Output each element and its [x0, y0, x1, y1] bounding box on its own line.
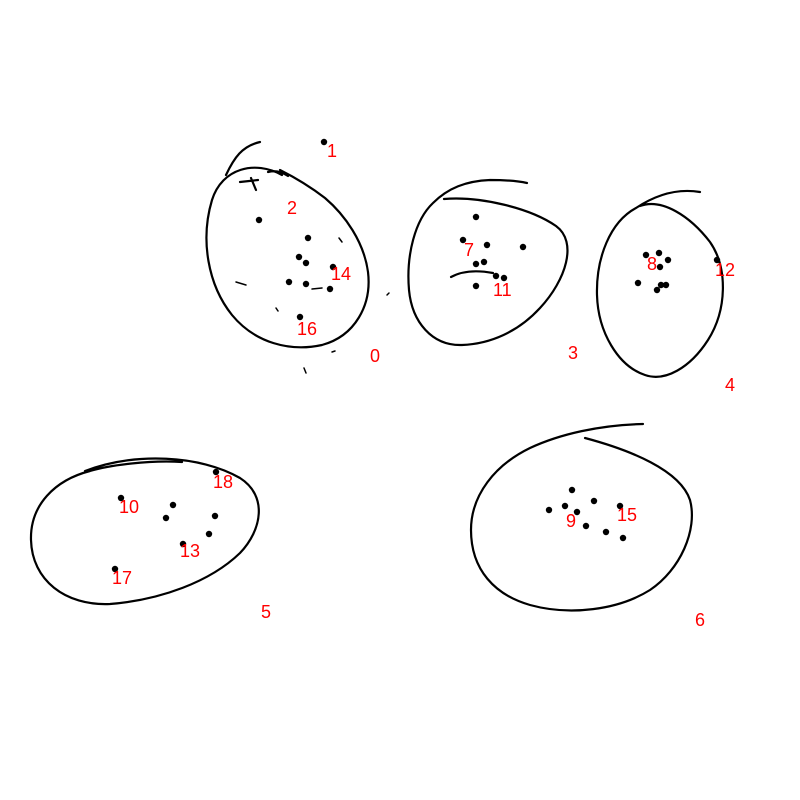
cluster-4-dot [657, 281, 665, 289]
cluster-0-label: 0 [370, 346, 380, 366]
point-10-label: 10 [119, 497, 139, 517]
cluster-0-dot [302, 259, 310, 267]
cluster-6-dot [568, 486, 576, 494]
cluster-0-dot [326, 285, 334, 293]
cluster-0-outline [205, 166, 370, 349]
cluster-0-tick-mark [238, 178, 260, 184]
point-14-label: 14 [331, 264, 351, 284]
point-8-dot [642, 251, 650, 259]
point-16-label: 16 [297, 319, 317, 339]
cluster-5-dot [169, 501, 177, 509]
cluster-0-noise-6 [331, 350, 336, 353]
point-7-dot [459, 236, 467, 244]
cluster-3-dot [472, 260, 480, 268]
cluster-6-dot [582, 522, 590, 530]
cluster-5-label: 5 [261, 602, 271, 622]
cluster-4-dot [634, 279, 642, 287]
cluster-4-dot [656, 263, 664, 271]
cluster-0-inner-stroke [266, 170, 290, 178]
cluster-0-dot [295, 253, 303, 261]
cluster-3-dot [519, 243, 527, 251]
cluster-3-dot [483, 241, 491, 249]
cluster-5-dot [211, 512, 219, 520]
cluster-0-noise-2 [311, 287, 323, 290]
cluster-4-dot [662, 281, 670, 289]
cluster-3-dot [472, 213, 480, 221]
cluster-6-dot [619, 534, 627, 542]
cluster-4-dot [655, 249, 663, 257]
point-16-dot [296, 313, 304, 321]
cluster-0-dot [302, 280, 310, 288]
point-15-dot [616, 502, 624, 510]
cluster-3-outline [407, 178, 569, 347]
cluster-4-dot [664, 256, 672, 264]
point-1-dot [320, 138, 328, 146]
cluster-3-dot [480, 258, 488, 266]
point-13-dot [179, 540, 187, 548]
cluster-6-dot [602, 528, 610, 536]
cluster-4-group: 4 8 12 [595, 189, 735, 395]
point-9-dot [573, 508, 581, 516]
point-11-dot [500, 274, 508, 282]
cluster-4-outline [595, 189, 724, 378]
cluster-0-dot [304, 234, 312, 242]
cluster-3-group: 3 7 11 [407, 178, 578, 363]
cluster-0-noise-1 [235, 281, 247, 286]
point-12-dot [713, 256, 721, 264]
point-17-dot [111, 565, 119, 573]
cluster-6-outline [469, 422, 693, 612]
cluster-6-label: 6 [695, 610, 705, 630]
cluster-0-noise-5 [303, 367, 307, 374]
cluster-4-label: 4 [725, 375, 735, 395]
point-2-label: 2 [287, 198, 297, 218]
point-10-dot [117, 494, 125, 502]
cluster-3-dot [492, 272, 500, 280]
cluster-0-dot [285, 278, 293, 286]
cluster-6-dot [590, 497, 598, 505]
point-11-label: 11 [493, 280, 512, 300]
cluster-3-inner-stroke [449, 270, 495, 279]
cluster-3-label: 3 [568, 343, 578, 363]
cluster-0-tick-mark-2 [249, 176, 258, 192]
point-9-label: 9 [566, 511, 576, 531]
point-7-label: 7 [464, 240, 474, 260]
cluster-0-group: 0 1 2 14 16 [205, 138, 390, 374]
cluster-0-noise-7 [386, 292, 390, 296]
point-1-label: 1 [327, 141, 337, 161]
point-12-label: 12 [715, 260, 735, 280]
cluster-5-group: 5 10 13 17 18 [29, 457, 271, 622]
point-2-dot [255, 216, 263, 224]
point-17-label: 17 [112, 568, 132, 588]
point-18-label: 18 [213, 472, 233, 492]
cluster-6-group: 6 9 15 [469, 422, 705, 630]
point-13-label: 13 [180, 541, 200, 561]
cluster-6-dot [545, 506, 553, 514]
point-14-dot [329, 263, 337, 271]
point-18-dot [212, 468, 220, 476]
point-8-label: 8 [647, 254, 657, 274]
cluster-5-dot [205, 530, 213, 538]
cluster-5-dot [162, 514, 170, 522]
point-15-label: 15 [617, 505, 637, 525]
cluster-3-dot [472, 282, 480, 290]
cluster-0-noise-4 [275, 307, 279, 312]
cluster-4-dot [653, 286, 661, 294]
cluster-0-noise-3 [338, 237, 343, 243]
cluster-0-outline-tail [224, 140, 262, 177]
cluster-6-dot [561, 502, 569, 510]
cluster-5-outline [29, 457, 260, 606]
